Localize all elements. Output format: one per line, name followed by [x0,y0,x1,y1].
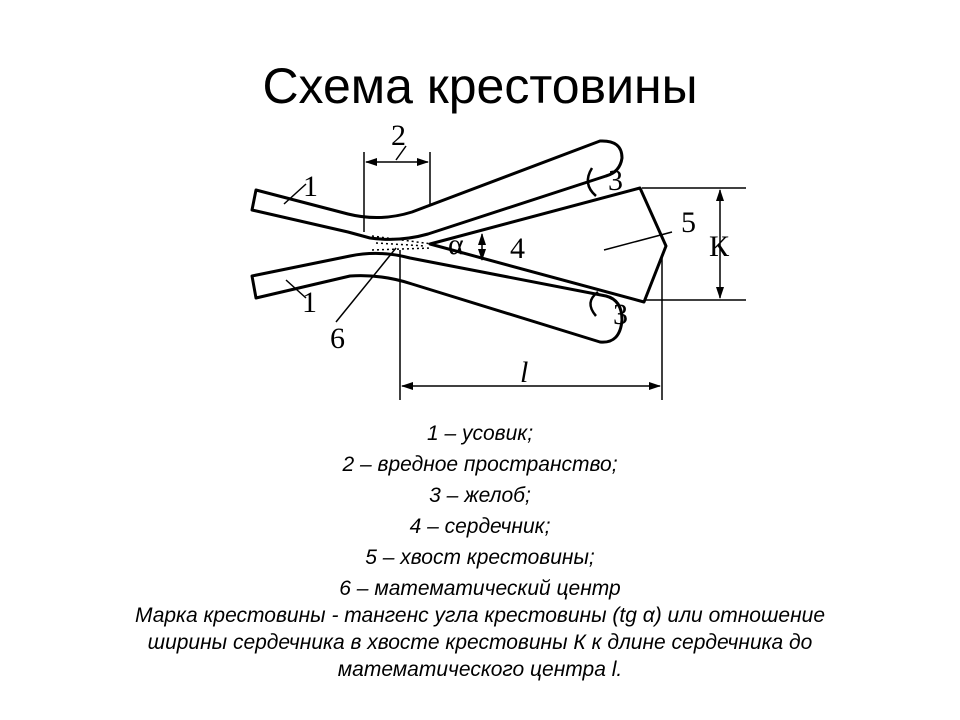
label-alpha: α [448,228,464,261]
label-3-bottom: 3 [613,298,628,331]
legend-item: 2 – вредное пространство; [342,453,618,476]
label-1-bottom: 1 [302,286,317,319]
label-1-top: 1 [303,170,318,203]
label-l: l [520,356,528,389]
math-center-dotted-top [371,235,433,245]
math-center-dotted-mid [375,242,427,247]
math-center-dotted-bottom [371,247,433,251]
frog-number-note: Марка крестовины - тангенс угла крестови… [134,604,826,681]
leader-1-top [283,183,307,205]
label-2: 2 [391,119,406,152]
flangeway-arc-top [586,167,597,197]
frog-core [428,186,668,304]
flangeway-arc-bottom [589,290,599,317]
leader-1-bottom [285,279,307,299]
leader-6 [335,247,397,323]
label-5: 5 [681,206,696,239]
label-3-top: 3 [608,164,623,197]
label-k: К [709,230,730,263]
leader-5 [603,231,673,251]
slide-title: Схема крестовины [262,58,698,114]
legend: 1 – усовик; 2 – вредное пространство; 3 … [0,418,960,604]
legend-item: 6 – математический центр [339,577,621,600]
legend-item: 3 – желоб; [429,484,531,507]
legend-item: 1 – усовик; [426,422,534,445]
legend-item: 4 – сердечник; [409,515,551,538]
label-4: 4 [510,232,525,265]
dim-2-leader [395,145,407,161]
legend-item: 5 – хвост крестовины; [365,546,595,569]
label-6: 6 [330,322,345,355]
